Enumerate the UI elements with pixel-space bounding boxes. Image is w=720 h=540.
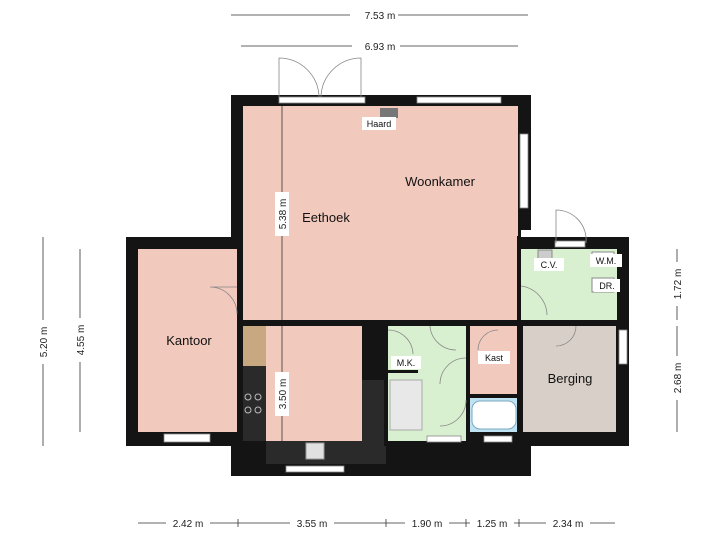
- interior-walls: [237, 236, 617, 449]
- dim-right-lower: 2.68 m: [673, 363, 684, 394]
- haard-icon: [380, 108, 398, 118]
- dim-woonkamer-height: 5.38 m: [278, 199, 289, 230]
- kitchen-counter-right: [362, 380, 386, 464]
- mk-fixture: [389, 379, 423, 431]
- dim-bottom-4: 1.25 m: [477, 519, 508, 530]
- dim-bottom-2: 3.55 m: [297, 519, 328, 530]
- label-cv: C.V.: [541, 260, 558, 270]
- dim-left-outer: 5.20 m: [39, 327, 50, 358]
- label-mk: M.K.: [397, 358, 416, 368]
- dim-right-upper: 1.72 m: [673, 269, 684, 300]
- dim-bottom-3: 1.90 m: [412, 519, 443, 530]
- label-woonkamer: Woonkamer: [405, 174, 476, 189]
- label-berging: Berging: [548, 371, 593, 386]
- dim-top-inner: 6.93 m: [365, 42, 396, 53]
- label-wm: W.M.: [596, 256, 617, 266]
- dim-keuken-height: 3.50 m: [278, 379, 289, 410]
- label-dr: DR.: [599, 281, 615, 291]
- label-haard: Haard: [367, 119, 392, 129]
- dim-left-inner: 4.55 m: [76, 325, 87, 356]
- stove-icon: [244, 393, 262, 414]
- dim-bottom-1: 2.42 m: [173, 519, 204, 530]
- label-eethoek: Eethoek: [302, 210, 350, 225]
- windows: [163, 96, 628, 473]
- doors: [209, 57, 587, 427]
- bathtub-icon: [471, 400, 517, 430]
- room-kantoor: [138, 249, 237, 432]
- kitchen-counter-wood: [241, 326, 266, 366]
- dim-top-outer: 7.53 m: [365, 11, 396, 22]
- label-kast: Kast: [485, 353, 504, 363]
- label-kantoor: Kantoor: [166, 333, 212, 348]
- sink-icon: [305, 442, 325, 460]
- dim-bottom-5: 2.34 m: [553, 519, 584, 530]
- room-berging: [523, 326, 616, 432]
